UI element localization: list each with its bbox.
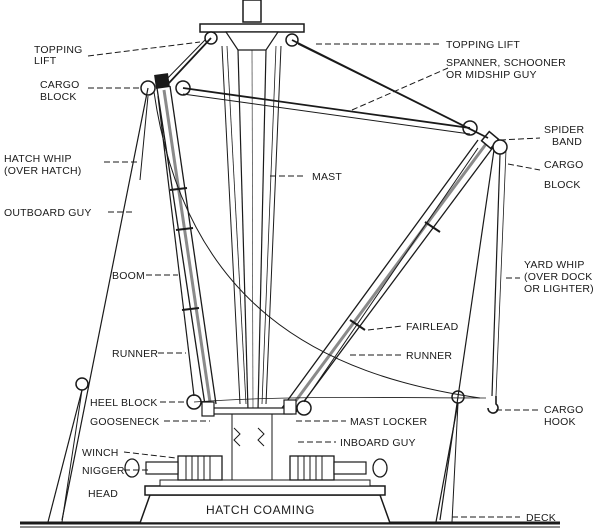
label-cargo-block-left: CARGO <box>40 79 80 91</box>
label-outboard-guy: OUTBOARD GUY <box>4 207 92 219</box>
label-runner-left: RUNNER <box>112 348 158 360</box>
label-mast: MAST <box>312 171 342 183</box>
heel-block-right <box>296 400 312 416</box>
label-hatch-coaming: HATCH COAMING <box>206 503 315 517</box>
label-hatch-whip: HATCH WHIP <box>4 153 72 165</box>
label-spider-band: SPIDER <box>544 124 585 136</box>
label-yard-whip-2: (OVER DOCK <box>524 271 593 283</box>
rigging-lines <box>47 37 507 523</box>
labels: TOPPING LIFT TOPPING LIFT SPANNER, SCHOO… <box>4 39 594 524</box>
label-inboard-guy: INBOARD GUY <box>340 437 416 449</box>
label-cargo-block-right-2: BLOCK <box>544 179 581 191</box>
label-spider-band-2: BAND <box>552 136 582 148</box>
label-nigger-head: NIGGER <box>82 465 125 477</box>
hatch-coaming <box>138 479 392 524</box>
label-gooseneck: GOOSENECK <box>90 416 159 428</box>
label-boom: BOOM <box>112 270 145 282</box>
label-topping-lift-right: TOPPING LIFT <box>446 39 520 51</box>
label-yard-whip-3: OR LIGHTER) <box>524 283 594 295</box>
label-hatch-whip-2: (OVER HATCH) <box>4 165 81 177</box>
label-cargo-hook: CARGO <box>544 404 584 416</box>
label-cargo-hook-2: HOOK <box>544 416 576 428</box>
cargo-hook-shape <box>487 396 499 414</box>
label-mast-locker: MAST LOCKER <box>350 416 427 428</box>
label-nigger-head-2: HEAD <box>88 488 118 500</box>
label-topping-lift-left: TOPPING <box>34 44 82 56</box>
left-boom <box>154 73 217 417</box>
winch-left <box>124 455 223 481</box>
label-winch: WINCH <box>82 447 119 459</box>
mast <box>199 0 305 480</box>
label-cargo-block-right: CARGO <box>544 159 584 171</box>
label-spanner-guy-2: OR MIDSHIP GUY <box>446 69 537 81</box>
label-runner-right: RUNNER <box>406 350 452 362</box>
label-topping-lift-left-2: LIFT <box>34 55 57 67</box>
leader-lines <box>87 41 541 518</box>
cargo-block-right <box>492 139 508 155</box>
label-heel-block: HEEL BLOCK <box>90 397 158 409</box>
right-boom <box>281 130 500 415</box>
label-fairlead: FAIRLEAD <box>406 321 459 333</box>
label-yard-whip: YARD WHIP <box>524 259 585 271</box>
label-cargo-block-left-2: BLOCK <box>40 91 77 103</box>
outboard-guy-block <box>75 377 89 391</box>
label-deck: DECK <box>526 512 556 524</box>
winch-right <box>289 455 388 481</box>
label-spanner-guy: SPANNER, SCHOONER <box>446 57 566 69</box>
